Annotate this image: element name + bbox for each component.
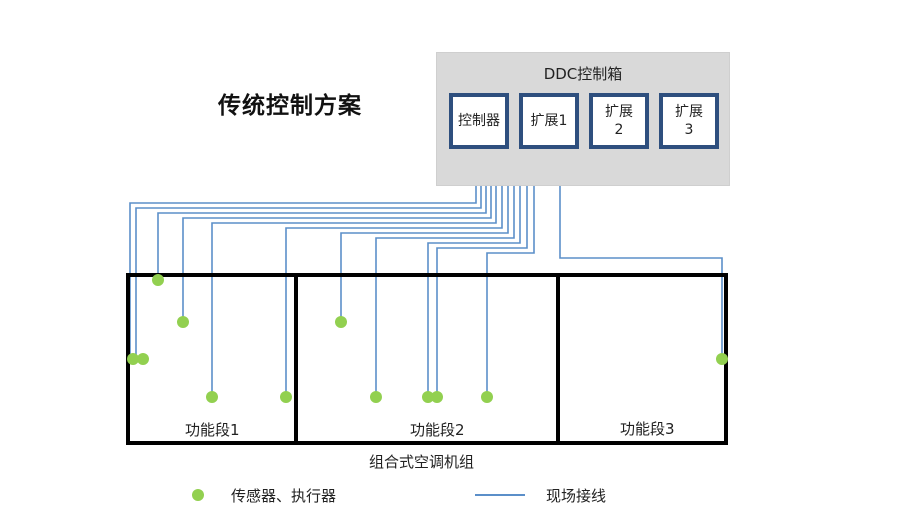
module-expansion-2-label: 扩展2 [605,104,633,138]
sensor-actuator-dot [481,391,493,403]
field-wire [375,185,515,397]
field-wire [211,185,497,397]
sensor-actuator-dot [716,353,728,365]
field-wire [340,185,509,322]
ddc-control-box: DDC控制箱 控制器 扩展1 扩展2 扩展3 [436,52,730,186]
section-1-label: 功能段1 [185,421,240,439]
field-wire [436,185,528,397]
sensor-actuator-dot [127,353,139,365]
field-wire [157,185,487,280]
module-controller: 控制器 [449,93,509,149]
field-wire [285,185,503,397]
module-expansion-2: 扩展2 [589,93,649,149]
field-wire [427,185,521,397]
sensor-actuator-dot [370,391,382,403]
legend-sensor-icon [192,489,204,501]
sensor-actuator-dot [431,391,443,403]
field-wire [486,185,535,397]
sensor-actuator-dot [280,391,292,403]
legend-sensor-label: 传感器、执行器 [231,487,337,505]
sensor-actuator-dot [422,391,434,403]
sensor-actuator-dot [177,316,189,328]
legend-wiring-icon [475,494,525,496]
section-3-label: 功能段3 [620,420,675,438]
legend-wiring-label: 现场接线 [546,487,607,505]
ddc-box-title: DDC控制箱 [543,65,623,83]
field-wire [559,185,723,359]
sensor-actuator-dot [137,353,149,365]
field-wire [135,185,482,358]
module-expansion-3-label: 扩展3 [675,104,703,138]
unit-label: 组合式空调机组 [369,453,475,471]
sensor-actuator-dot [335,316,347,328]
module-controller-label: 控制器 [458,113,500,129]
module-expansion-3: 扩展3 [659,93,719,149]
module-expansion-1: 扩展1 [519,93,579,149]
sensor-actuator-dot [206,391,218,403]
sensor-actuator-dot [152,274,164,286]
section-2-label: 功能段2 [410,421,465,439]
module-expansion-1-label: 扩展1 [530,113,568,129]
page-title: 传统控制方案 [218,93,362,119]
field-wire [129,185,477,358]
field-wire [182,185,492,322]
